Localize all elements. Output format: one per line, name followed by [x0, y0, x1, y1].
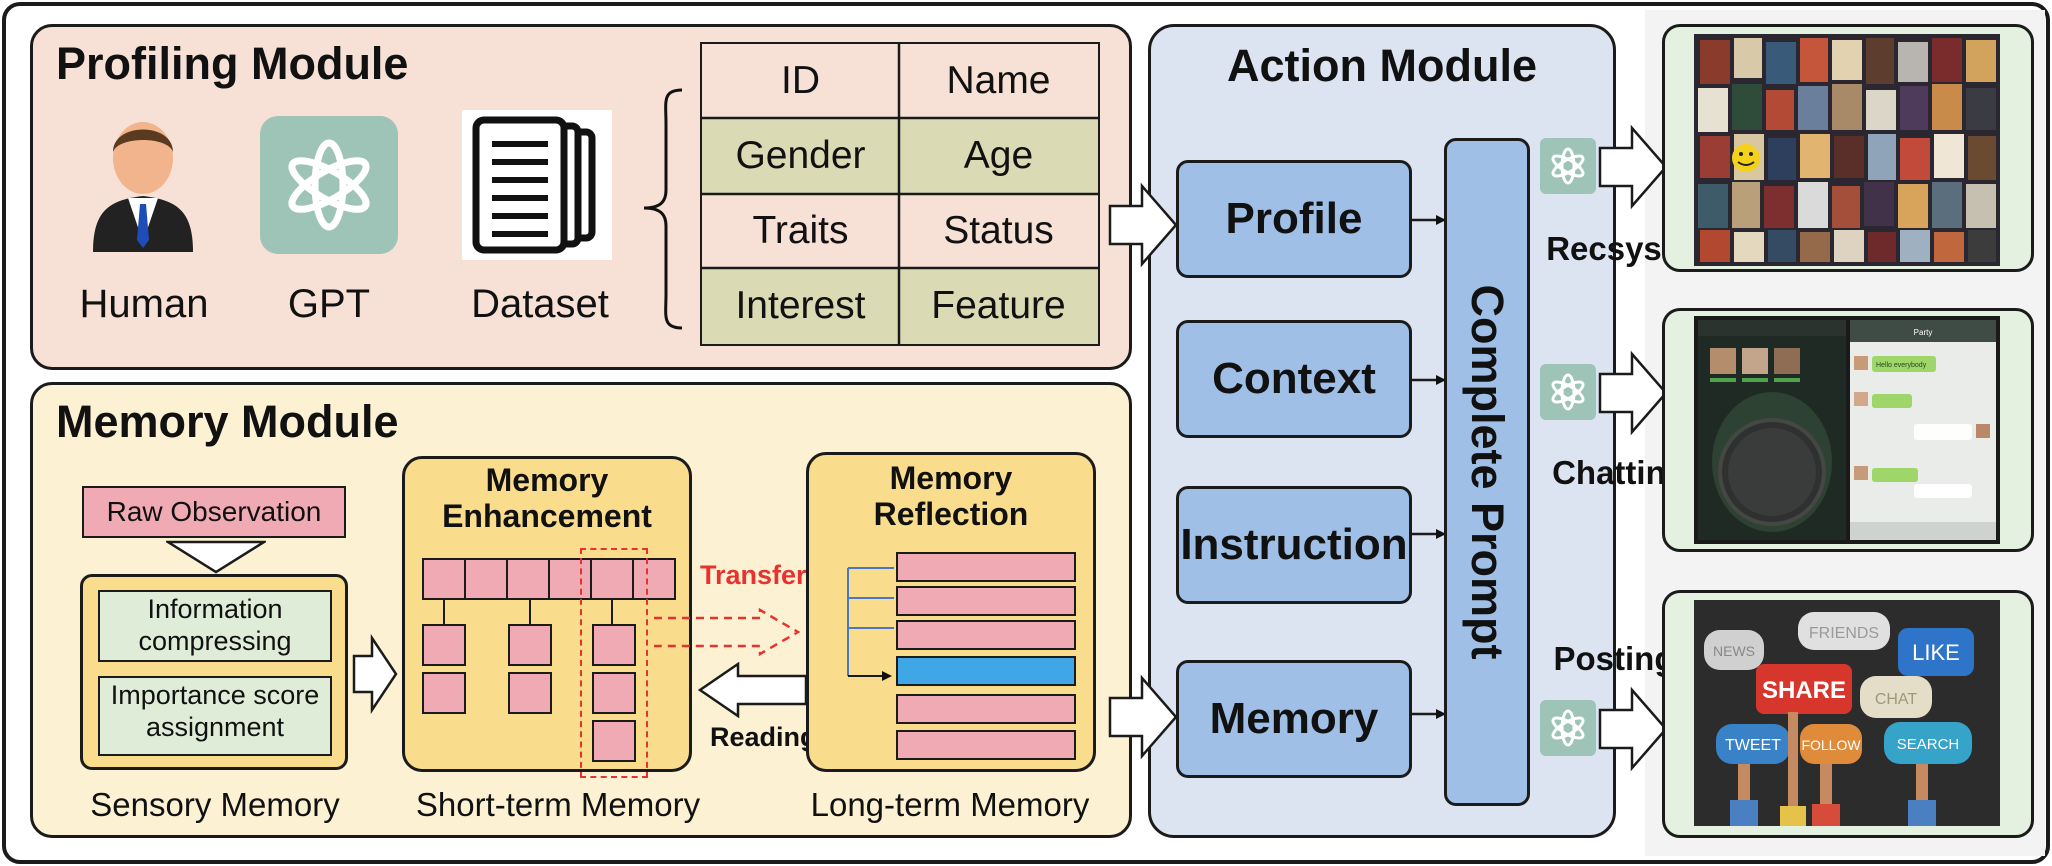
profiling-to-action-arrow — [1108, 182, 1178, 268]
stm-cell — [506, 558, 550, 600]
transfer-arrow — [654, 608, 801, 657]
source-label-dataset: Dataset — [471, 282, 609, 326]
movie-poster-collage-image — [1694, 34, 2000, 266]
output-label-posting: Posting — [1553, 640, 1675, 677]
memory-to-action-arrow — [1108, 674, 1178, 760]
memory-enhancement-box — [402, 456, 692, 772]
sign-friends: FRIENDS — [1809, 625, 1879, 642]
importance-line2: assignment — [145, 712, 285, 742]
attr-cell-interest: Interest — [702, 268, 899, 344]
sensory-memory-label: Sensory Memory — [90, 786, 340, 823]
output-arrow-recsys — [1598, 124, 1668, 210]
attr-cell-gender: Gender — [702, 118, 899, 194]
stm-sub-cell — [422, 672, 466, 714]
stm-cell — [632, 558, 676, 600]
complete-prompt-label: Complete Prompt — [1462, 284, 1513, 660]
attr-cell-age: Age — [899, 118, 1098, 194]
info-compress-line2: compressing — [138, 626, 292, 656]
info-compress-line1: Information — [147, 594, 283, 624]
memory-reflection-title-1: Memory — [889, 460, 1013, 496]
profiling-module-title: Profiling Module — [56, 38, 409, 89]
sign-news: NEWS — [1713, 643, 1755, 659]
action-to-prompt-arrows — [1412, 215, 1446, 719]
transfer-selection-dashed — [580, 548, 648, 778]
stm-sub-cell — [592, 624, 636, 666]
reading-label: Reading — [710, 722, 817, 752]
stm-sub-cell — [422, 624, 466, 666]
reflection-link-lines — [847, 567, 894, 681]
gpt-mini-icon — [1540, 364, 1596, 420]
source-label-human: Human — [79, 282, 209, 326]
memory-enhancement-title-1: Memory — [485, 462, 609, 498]
ltm-row — [896, 552, 1076, 582]
stm-cell — [464, 558, 508, 600]
gpt-mini-icon — [1540, 700, 1596, 756]
attr-cell-feature: Feature — [899, 268, 1098, 344]
output-label-recsys: Recsys — [1546, 230, 1662, 267]
ltm-row-highlight — [896, 656, 1076, 686]
gpt-icon — [260, 116, 398, 254]
action-module-title: Action Module — [1227, 40, 1537, 91]
sign-tweet: TWEET — [1725, 737, 1781, 754]
chat-app-screenshot-image: Party Hello everybody — [1694, 316, 2000, 544]
stm-sub-cell — [508, 624, 552, 666]
action-item-memory: Memory — [1176, 660, 1412, 778]
reading-arrow — [698, 662, 808, 718]
attr-cell-name: Name — [899, 44, 1098, 118]
attr-cell-id: ID — [702, 44, 899, 118]
transfer-label: Transfer — [700, 560, 807, 590]
sensory-to-shortterm-arrow — [352, 634, 398, 714]
long-term-memory-label: Long-term Memory — [810, 786, 1090, 823]
attr-cell-traits: Traits — [702, 194, 899, 268]
raw-observation-label: Raw Observation — [106, 496, 322, 527]
memory-reflection-title-2: Reflection — [873, 496, 1029, 532]
stm-sub-cell — [592, 720, 636, 762]
memory-enhancement-title-2: Enhancement — [442, 498, 652, 534]
ltm-row — [896, 620, 1076, 650]
sign-search: SEARCH — [1897, 736, 1960, 753]
importance-line1: Importance score — [110, 680, 320, 710]
output-arrow-chatting — [1598, 350, 1668, 436]
chat-message-hello: Hello everybody — [1876, 362, 1927, 369]
complete-prompt-bar — [1444, 138, 1530, 806]
sign-chat: CHAT — [1875, 691, 1918, 708]
action-item-instruction: Instruction — [1176, 486, 1412, 604]
stm-sub-cell — [508, 672, 552, 714]
sign-like: LIKE — [1912, 640, 1960, 665]
importance-score-box — [98, 676, 332, 756]
ltm-row — [896, 730, 1076, 760]
table-grid-lines — [700, 42, 1100, 346]
sign-share: SHARE — [1762, 677, 1846, 704]
memory-module-title: Memory Module — [56, 396, 399, 447]
info-compress-box — [98, 590, 332, 662]
ltm-row — [896, 586, 1076, 616]
sign-follow: FOLLOW — [1801, 737, 1861, 753]
short-term-memory-label: Short-term Memory — [415, 786, 701, 823]
stm-branch-lines — [443, 600, 613, 626]
source-label-gpt: GPT — [287, 282, 371, 326]
chat-window-title: Party — [1914, 328, 1933, 337]
dataset-icon — [462, 110, 612, 260]
action-item-context: Context — [1176, 320, 1412, 438]
raw-to-sensory-arrow — [166, 540, 266, 574]
attr-cell-status: Status — [899, 194, 1098, 268]
action-item-profile: Profile — [1176, 160, 1412, 278]
social-media-signs-image: NEWS FRIENDS LIKE SHARE CHAT TWEET FOLLO… — [1694, 600, 2000, 826]
output-arrow-posting — [1598, 686, 1668, 772]
gpt-mini-icon — [1540, 138, 1596, 194]
stm-sub-cell — [592, 672, 636, 714]
stm-cell — [422, 558, 466, 600]
human-icon — [93, 122, 193, 252]
attribute-brace — [643, 88, 683, 330]
ltm-row — [896, 694, 1076, 724]
raw-observation-box: Raw Observation — [82, 486, 346, 538]
